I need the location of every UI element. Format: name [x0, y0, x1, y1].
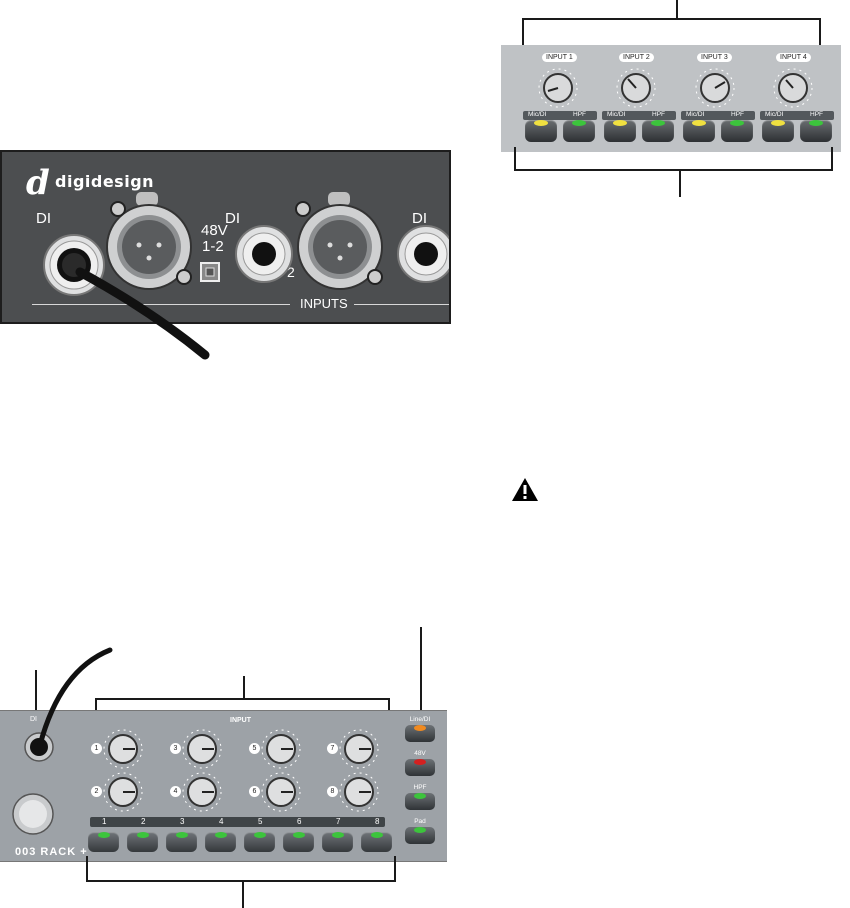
rack-input-label: INPUT	[230, 717, 251, 724]
rack-hardware-drawing	[12, 729, 379, 835]
channel-number-3: 3	[180, 817, 185, 826]
input-1-hpf-label: HPF	[573, 111, 586, 118]
input-4-micdi-button[interactable]	[762, 120, 794, 142]
callout-line-bottom	[679, 169, 681, 197]
instrument-cable	[75, 267, 210, 360]
callout-bracket-top-right	[819, 18, 821, 46]
input-2-micdi-button[interactable]	[604, 120, 636, 142]
input-4-micdi-label: Mic/DI	[765, 111, 784, 118]
input-4-button-bar	[760, 111, 834, 120]
di-label-1: DI	[36, 210, 51, 227]
pad-button[interactable]	[405, 827, 435, 844]
input-3-label: INPUT 3	[697, 53, 732, 62]
phantom-48v-button[interactable]	[405, 759, 435, 776]
phantom-48v-label: 48V	[414, 750, 426, 757]
channel-5-button[interactable]	[244, 832, 275, 852]
input-2-button-bar	[602, 111, 676, 120]
callout-bracket-top	[522, 18, 821, 20]
channel-number-label: 2	[287, 264, 295, 280]
rack-instrument-cable	[37, 647, 113, 748]
digidesign-logo-icon: d	[26, 163, 50, 203]
input-2-hpf-button[interactable]	[642, 120, 674, 142]
callout-bracket-channels	[86, 880, 396, 882]
rack-di-label: DI	[30, 716, 37, 723]
di-label-2: DI	[225, 210, 240, 227]
input-1-label: INPUT 1	[542, 53, 577, 62]
callout-bracket-top-left	[522, 18, 524, 46]
channel-3-button[interactable]	[166, 832, 197, 852]
input-4-hpf-label: HPF	[810, 111, 823, 118]
channel-number-5: 5	[258, 817, 263, 826]
channel-7-button[interactable]	[322, 832, 353, 852]
knob-number-8: 8	[327, 786, 338, 797]
callout-bracket-channels-right	[394, 856, 396, 882]
input-1-button-bar	[523, 111, 597, 120]
knob-number-4: 4	[170, 786, 181, 797]
input-3-hpf-button[interactable]	[721, 120, 753, 142]
channel-number-2: 2	[141, 817, 146, 826]
channel-1-button[interactable]	[88, 832, 119, 852]
callout-bracket-channels-left	[86, 856, 88, 882]
input-3-button-bar	[681, 111, 755, 120]
front-panel-inputs-figure: d digidesign DI DI DI 48V 1-2 2 INPUTS	[0, 150, 451, 324]
channel-2-button[interactable]	[127, 832, 158, 852]
inputs-rule-left	[32, 304, 290, 305]
input-4-hpf-button[interactable]	[800, 120, 832, 142]
warning-triangle-icon	[512, 478, 538, 501]
callout-line-di	[35, 670, 37, 716]
channel-number-8: 8	[375, 817, 380, 826]
hpf-label: HPF	[413, 784, 427, 791]
channel-number-4: 4	[219, 817, 224, 826]
line-di-button[interactable]	[405, 725, 435, 742]
input-2-label: INPUT 2	[619, 53, 654, 62]
hpf-button[interactable]	[405, 793, 435, 810]
input-3-micdi-button[interactable]	[683, 120, 715, 142]
callout-line-channels	[242, 880, 244, 908]
channel-6-button[interactable]	[283, 832, 314, 852]
di-label-3: DI	[412, 210, 427, 227]
gain-knobs-drawing	[538, 68, 813, 108]
pad-label: Pad	[414, 818, 426, 825]
input-4-label: INPUT 4	[776, 53, 811, 62]
line-di-label: Line/DI	[409, 716, 431, 723]
inputs-label: INPUTS	[300, 296, 348, 311]
callout-line-line-di	[420, 627, 422, 720]
phantom-label-channels: 1-2	[202, 238, 224, 255]
input-knobs-figure: INPUT 1 INPUT 2 INPUT 3 INPUT 4 Mic/DI H…	[501, 45, 841, 152]
channel-4-button[interactable]	[205, 832, 236, 852]
brand-name: digidesign	[55, 172, 155, 191]
input-1-micdi-button[interactable]	[525, 120, 557, 142]
callout-bracket-bottom-left	[514, 147, 516, 171]
phantom-label-48v: 48V	[201, 222, 228, 239]
knob-number-1: 1	[91, 743, 102, 754]
knob-number-5: 5	[249, 743, 260, 754]
input-2-micdi-label: Mic/DI	[607, 111, 626, 118]
input-3-hpf-label: HPF	[731, 111, 744, 118]
inputs-rule-right	[354, 304, 449, 305]
channel-number-7: 7	[336, 817, 341, 826]
input-2-hpf-label: HPF	[652, 111, 665, 118]
rack-model-name: 003 RACK +	[15, 846, 88, 858]
input-1-micdi-label: Mic/DI	[528, 111, 547, 118]
channel-8-button[interactable]	[361, 832, 392, 852]
callout-line-top	[676, 0, 678, 19]
knob-number-6: 6	[249, 786, 260, 797]
knob-number-3: 3	[170, 743, 181, 754]
callout-bracket-bottom-right	[831, 147, 833, 171]
rack-front-panel-figure: DI INPUT 1 2 3 4 5 6 7 8 1 2 3 4 5 6 7 8	[0, 710, 447, 862]
knob-number-7: 7	[327, 743, 338, 754]
channel-number-bar	[90, 817, 385, 827]
callout-bracket-input-top	[95, 698, 390, 700]
channel-number-6: 6	[297, 817, 302, 826]
callout-line-input-top	[243, 676, 245, 699]
knob-number-2: 2	[91, 786, 102, 797]
callout-bracket-bottom	[514, 169, 833, 171]
input-3-micdi-label: Mic/DI	[686, 111, 705, 118]
channel-number-1: 1	[102, 817, 107, 826]
input-1-hpf-button[interactable]	[563, 120, 595, 142]
front-panel-hardware-drawing	[43, 192, 449, 296]
